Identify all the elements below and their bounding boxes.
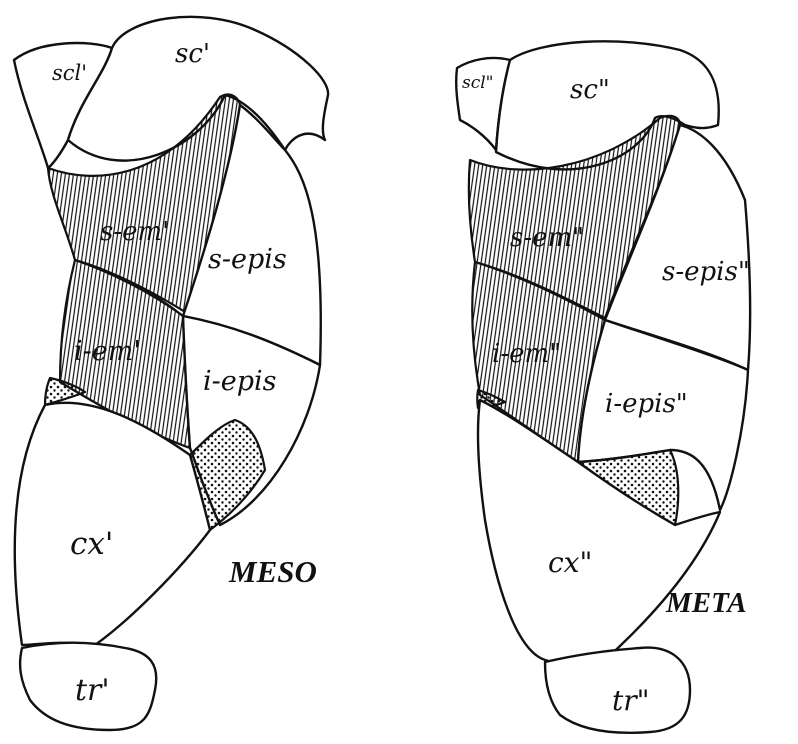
meta-caption: META bbox=[665, 587, 747, 619]
meso-sc-plate bbox=[66, 15, 330, 162]
meta-cx-label: cx" bbox=[548, 546, 592, 579]
meta-cx-plate bbox=[476, 398, 722, 667]
meta-scl-label: scl" bbox=[462, 73, 494, 93]
meso-s-epis-label: s-epis bbox=[208, 244, 287, 275]
meta-sc-label: sc" bbox=[570, 75, 610, 105]
meta-suture-upper bbox=[474, 261, 606, 321]
meso-suture-upper bbox=[74, 259, 184, 317]
meso-i-epis-label: i-epis bbox=[203, 366, 277, 397]
meso-s-em-label: s-em' bbox=[100, 217, 169, 247]
meso-sc-label: sc' bbox=[175, 39, 210, 69]
meso-cx-label: cx' bbox=[70, 526, 113, 562]
meso-dotted-patch-left bbox=[43, 376, 87, 407]
meta-segment: scl" sc" s-em" s-epis" i-em" i-epis" cx"… bbox=[455, 40, 752, 735]
meta-i-em-label: i-em" bbox=[492, 339, 561, 369]
meta-i-epis-label: i-epis" bbox=[605, 389, 688, 419]
meso-caption: MESO bbox=[228, 554, 317, 589]
meso-cx-plate bbox=[13, 401, 212, 647]
meso-tr-plate bbox=[18, 641, 158, 732]
meta-sc-plate bbox=[494, 40, 720, 171]
meta-tr-label: tr" bbox=[612, 684, 650, 717]
meta-s-em-label: s-em" bbox=[510, 223, 584, 253]
meso-scl-label: scl' bbox=[52, 61, 87, 85]
meso-i-em-label: i-em' bbox=[74, 336, 141, 367]
meta-tr-plate bbox=[543, 646, 692, 735]
meso-tr-label: tr' bbox=[75, 673, 110, 708]
meso-suture-lower bbox=[182, 315, 191, 449]
meta-s-epis-label: s-epis" bbox=[662, 257, 750, 287]
meso-segment: scl' sc' s-em' s-epis i-em' i-epis cx' t… bbox=[12, 15, 330, 732]
meta-suture-lower bbox=[604, 319, 749, 371]
